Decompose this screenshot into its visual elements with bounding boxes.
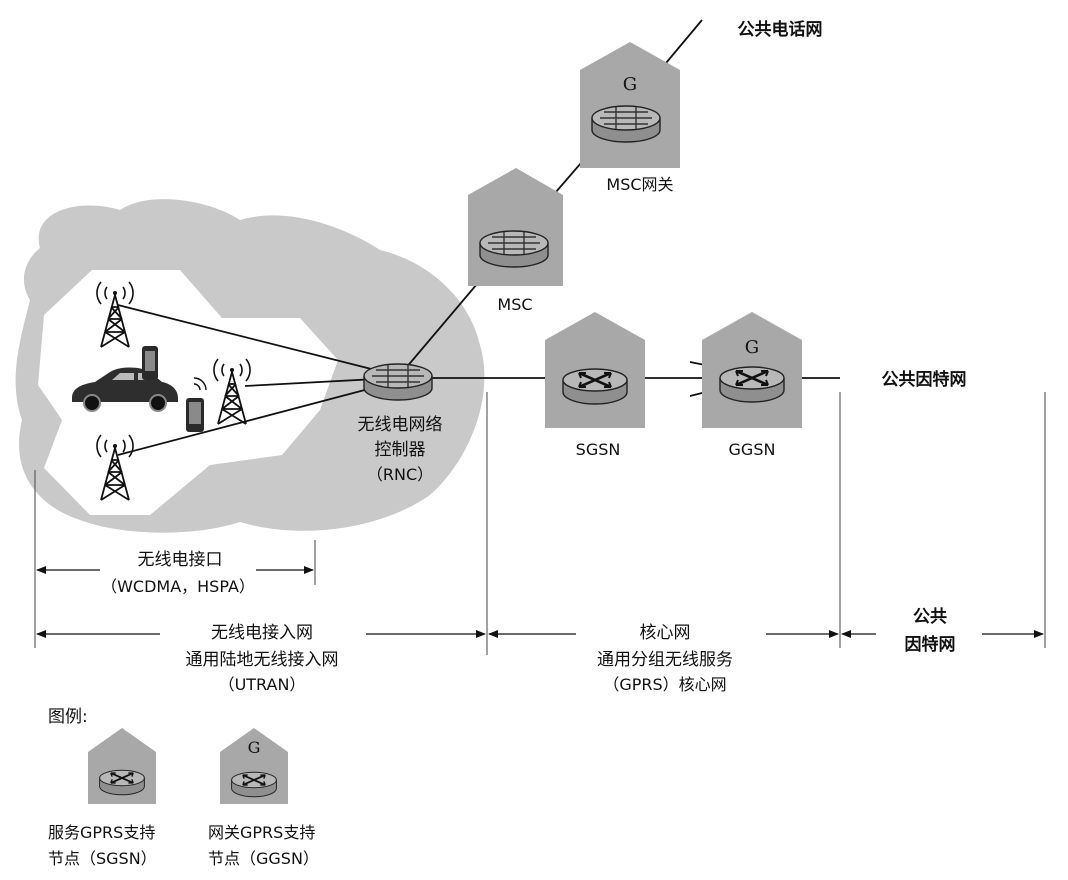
msc-label: MSC xyxy=(497,295,532,314)
ggsn-label: GGSN xyxy=(729,440,776,459)
ggsn-router-icon xyxy=(718,365,786,404)
rnc-router-icon xyxy=(363,363,433,401)
rnc-label-line3: （RNC） xyxy=(367,465,433,484)
msc-house xyxy=(468,168,563,286)
mobile-phone-icon-car xyxy=(142,346,158,380)
legend-sgsn-label-line1: 服务GPRS支持 xyxy=(48,823,155,842)
msc-gateway-house xyxy=(580,42,680,168)
legend-sgsn-label-line2: 节点（SGSN） xyxy=(48,849,157,868)
link-tower1-rnc xyxy=(117,304,396,376)
msc-node xyxy=(468,168,563,286)
internet-span-label-line2: 因特网 xyxy=(905,634,956,655)
ggsn-node: G xyxy=(702,312,802,428)
core-label-line1: 核心网 xyxy=(640,623,691,643)
internet-span-label-line1: 公共 xyxy=(913,607,947,627)
msc-gateway-g-letter: G xyxy=(623,74,637,95)
legend-ggsn: G xyxy=(220,728,288,804)
mobile-phone-icon-hand xyxy=(186,377,207,432)
legend-sgsn xyxy=(88,728,156,804)
msc-gateway-node: G xyxy=(580,42,680,168)
legend-sgsn-router-icon xyxy=(98,769,146,796)
sgsn-router-icon xyxy=(561,367,629,406)
ggsn-g-letter: G xyxy=(745,337,759,358)
msc-router-icon xyxy=(479,230,549,268)
legend-ggsn-g-letter: G xyxy=(248,738,261,757)
rnc-label-line1: 无线电网络 xyxy=(358,415,443,435)
sgsn-node xyxy=(545,312,645,428)
msc-gateway-label: MSC网关 xyxy=(606,175,673,194)
air-interface-label-line2: （WCDMA，HSPA） xyxy=(101,577,255,596)
link-tower3-rnc xyxy=(117,381,396,456)
pstn-label: 公共电话网 xyxy=(738,19,823,40)
legend-title: 图例: xyxy=(48,707,88,727)
msc-gateway-router-icon xyxy=(591,105,661,143)
ran-label-line2: 通用陆地无线接入网 xyxy=(186,650,339,670)
rnc-label-line2: 控制器 xyxy=(375,440,426,460)
legend-ggsn-label-line2: 节点（GGSN） xyxy=(208,849,319,868)
sgsn-label: SGSN xyxy=(576,440,621,459)
span-arrows xyxy=(36,566,1044,638)
core-label-line3: （GPRS）核心网 xyxy=(603,675,726,694)
ran-label-line3: （UTRAN） xyxy=(219,675,306,694)
segment-dividers xyxy=(34,392,1046,655)
core-label-line2: 通用分组无线服务 xyxy=(597,650,733,670)
legend-ggsn-router-icon xyxy=(230,771,278,798)
public-internet-label: 公共因特网 xyxy=(882,369,967,390)
legend-ggsn-label-line1: 网关GPRS支持 xyxy=(208,823,315,842)
air-interface-label-line1: 无线电接口 xyxy=(138,550,223,570)
ran-label-line1: 无线电接入网 xyxy=(211,623,313,643)
